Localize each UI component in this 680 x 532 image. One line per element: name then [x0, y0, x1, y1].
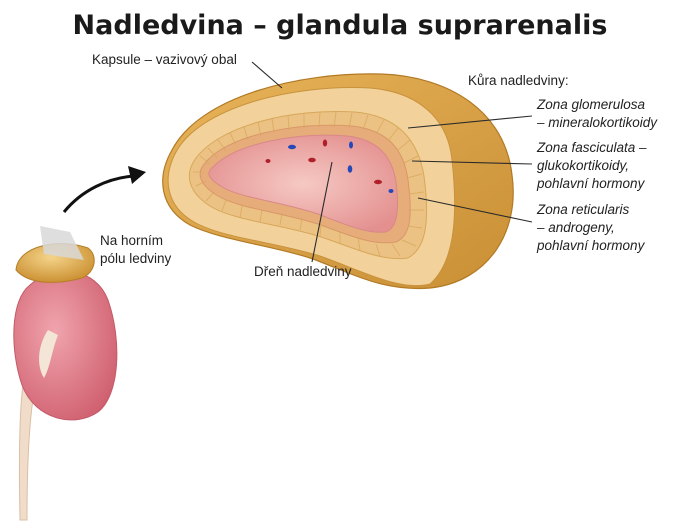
location-label: Na horním pólu ledviny	[100, 233, 172, 266]
zona-fasciculata-label: Zona fasciculata – glukokortikoidy, pohl…	[536, 140, 650, 191]
medulla-vessels	[265, 139, 394, 193]
kidney	[13, 270, 118, 421]
vessel-blue	[347, 165, 353, 173]
vessel-blue	[349, 141, 353, 149]
leader-fasciculata	[411, 160, 533, 165]
zona-reticularis-label: Zona reticularis – androgeny, pohlavní h…	[536, 202, 646, 253]
medulla-label: Dřeň nadledviny	[254, 264, 352, 279]
medulla-area	[208, 134, 399, 233]
zona-glomerulosa-label: Zona glomerulosa – mineralokortikoidy	[536, 97, 658, 130]
vessel-red	[322, 139, 328, 147]
leader-glomerulosa	[407, 115, 533, 129]
capsule-label: Kapsule – vazivový obal	[92, 52, 237, 67]
leader-capsule	[251, 61, 283, 89]
cortex-heading: Kůra nadledviny:	[468, 73, 569, 88]
vessel-blue	[388, 189, 394, 193]
arrowhead-icon	[128, 166, 146, 184]
leader-reticularis	[417, 197, 533, 223]
leader-medulla	[311, 161, 333, 263]
curved-arrow	[62, 174, 135, 213]
vessel-blue	[288, 144, 296, 150]
renal-hilum	[39, 330, 58, 378]
kidney-illustration	[13, 226, 118, 521]
vessel-red	[374, 179, 382, 185]
section-plane	[40, 226, 84, 260]
fasciculata-stripes	[193, 111, 425, 257]
vessel-red	[265, 159, 271, 163]
diagram-title: Nadledvina – glandula suprarenalis	[73, 10, 608, 41]
vessel-red	[308, 157, 316, 163]
adrenal-cross-section	[162, 73, 514, 290]
